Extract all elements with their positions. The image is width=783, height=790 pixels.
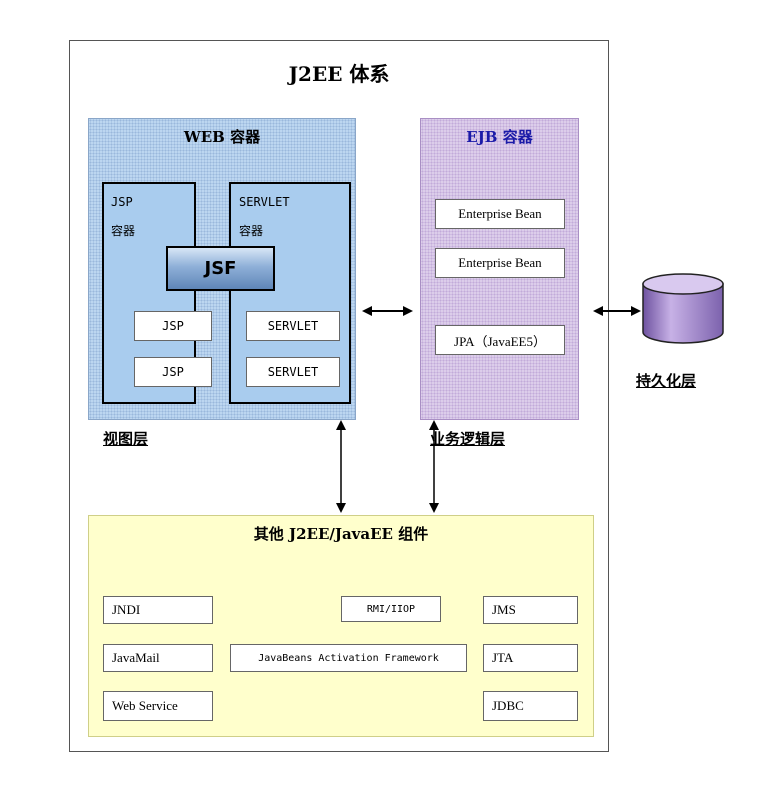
jsp-container-label-line1: JSP — [111, 195, 133, 209]
jpa-box: JPA（JavaEE5） — [435, 325, 565, 355]
persistence-layer-label: 持久化层 — [636, 372, 697, 390]
view-layer-label: 视图层 — [103, 430, 149, 448]
business-layer-label: 业务逻辑层 — [430, 430, 506, 448]
jdbc-box: JDBC — [483, 691, 578, 721]
servlet-container-label-line2: 容器 — [239, 224, 264, 238]
other-components-label: 其他 J2EE/JavaEE 组件 — [253, 525, 429, 543]
jta-box: JTA — [483, 644, 578, 672]
jsp-box-2: JSP — [134, 357, 212, 387]
jaf-box: JavaBeans Activation Framework — [230, 644, 467, 672]
enterprise-bean-box-2: Enterprise Bean — [435, 248, 565, 278]
database-cylinder-icon — [642, 273, 724, 344]
jndi-box: JNDI — [103, 596, 213, 624]
web-container-label: WEB 容器 — [183, 128, 261, 146]
servlet-container-label-line1: SERVLET — [239, 195, 290, 209]
diagram-title: J2EE 体系 — [288, 62, 390, 86]
web-service-box: Web Service — [103, 691, 213, 721]
jsp-box-1: JSP — [134, 311, 212, 341]
enterprise-bean-box-1: Enterprise Bean — [435, 199, 565, 229]
jsf-box: JSF — [166, 246, 275, 291]
servlet-box-2: SERVLET — [246, 357, 340, 387]
jsp-container-label-line2: 容器 — [111, 224, 136, 238]
ejb-container-label: EJB 容器 — [466, 128, 533, 146]
javamail-box: JavaMail — [103, 644, 213, 672]
rmi-iiop-box: RMI/IIOP — [341, 596, 441, 622]
servlet-box-1: SERVLET — [246, 311, 340, 341]
jms-box: JMS — [483, 596, 578, 624]
